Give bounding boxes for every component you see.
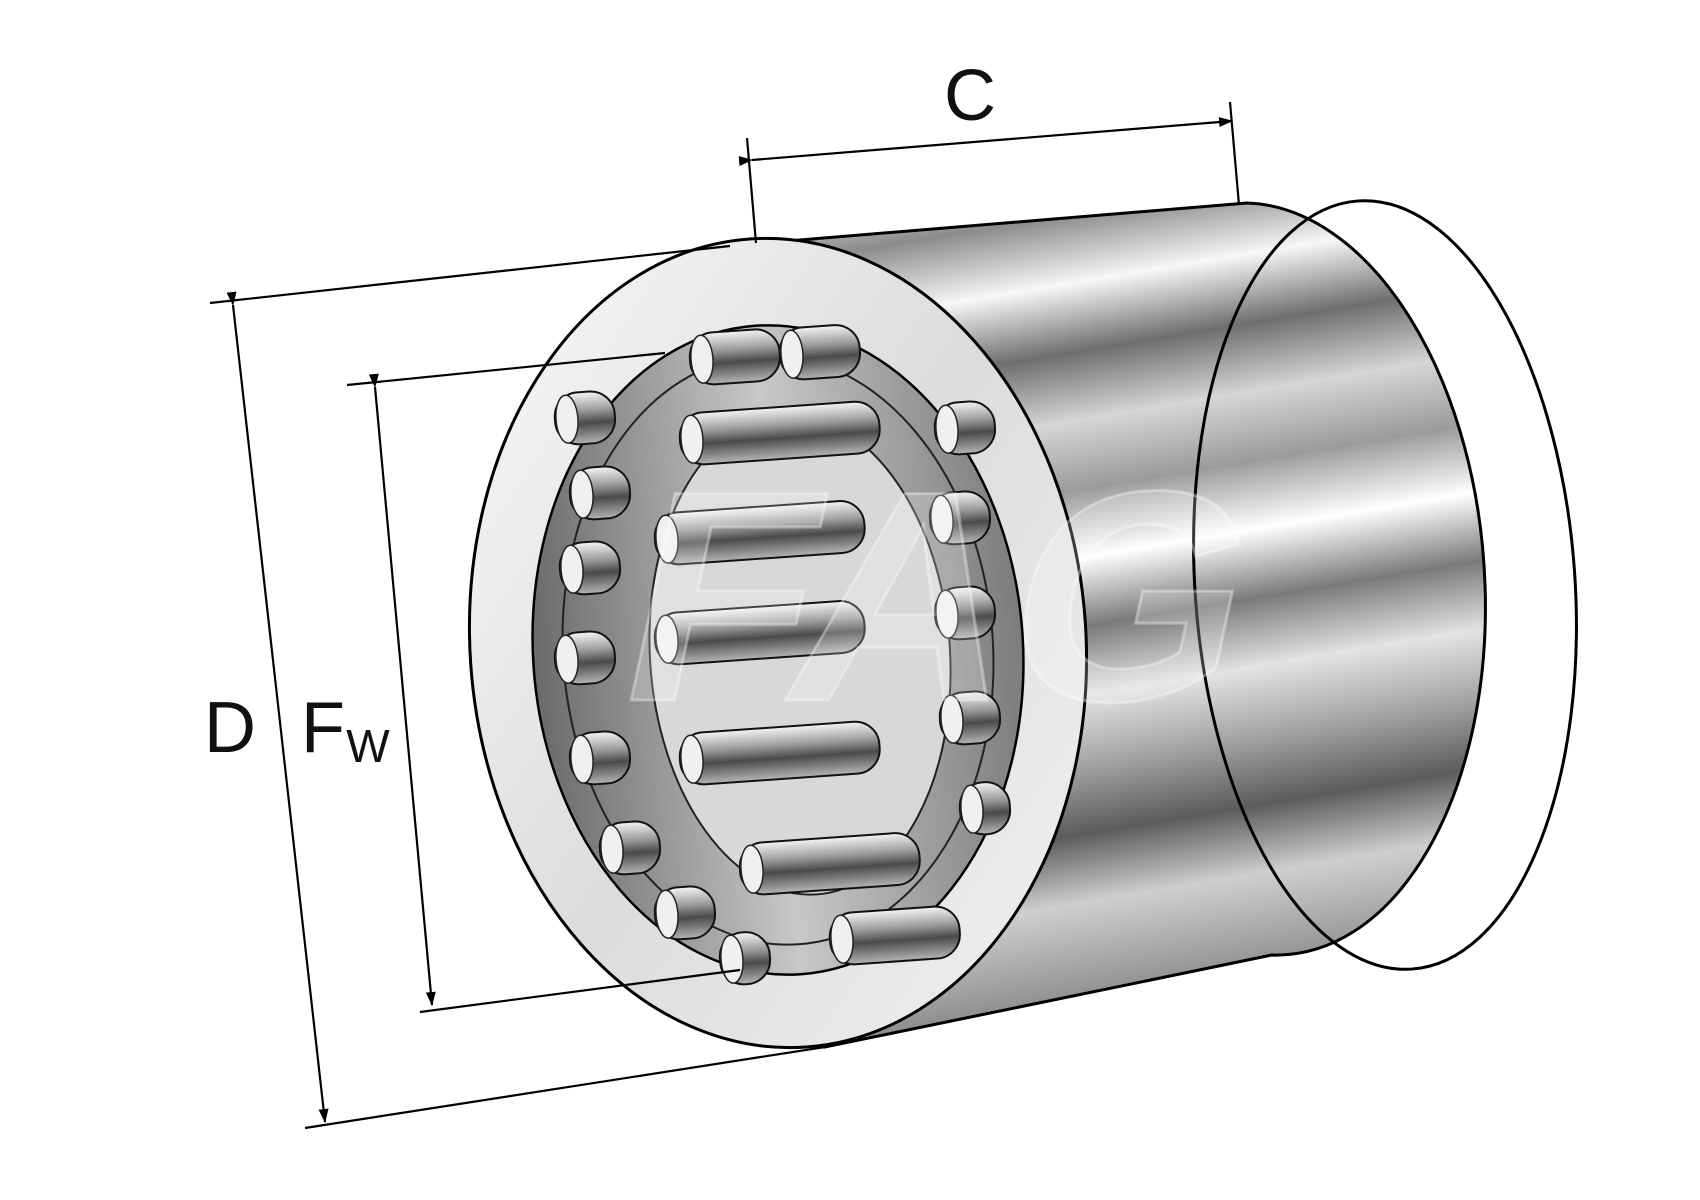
- dim-d-label: D: [204, 688, 256, 768]
- needle-roller: [718, 931, 772, 986]
- needle-roller: [958, 781, 1012, 836]
- needle-roller: [653, 885, 717, 941]
- needle-roller: [558, 540, 622, 596]
- needle-roller: [738, 832, 921, 896]
- dim-c-ext-left: [745, 137, 758, 244]
- dim-fw-label-sub: W: [346, 720, 390, 772]
- cup-back-edge: [1192, 199, 1578, 971]
- dim-c-label: C: [944, 56, 996, 136]
- dim-c-line: [738, 117, 1233, 167]
- needle-roller: [678, 400, 881, 466]
- needle-roller: [653, 600, 866, 666]
- needle-roller: [933, 400, 997, 456]
- needle-roller: [553, 390, 617, 446]
- needle-roller: [938, 690, 1002, 746]
- needle-roller: [553, 630, 617, 686]
- needle-roller: [933, 585, 997, 641]
- needle-rollers: [553, 324, 1012, 986]
- needle-roller: [928, 490, 992, 546]
- needle-roller: [568, 465, 632, 521]
- needle-roller: [778, 324, 862, 381]
- needle-roller: [653, 500, 866, 566]
- dim-c-ext-right: [1228, 101, 1241, 206]
- needle-roller: [678, 720, 881, 786]
- dim-d-line: [226, 291, 329, 1123]
- dim-fw-line: [368, 373, 436, 1006]
- needle-roller: [568, 730, 632, 786]
- watermark-logo: FAG: [598, 429, 1286, 764]
- needle-roller: [688, 328, 781, 386]
- dim-d-ext-bottom: [304, 1045, 826, 1130]
- dim-fw-ext-bottom: [419, 968, 741, 1014]
- needle-roller: [828, 905, 961, 966]
- dim-fw-label-main: F: [301, 688, 345, 768]
- needle-roller: [598, 820, 662, 876]
